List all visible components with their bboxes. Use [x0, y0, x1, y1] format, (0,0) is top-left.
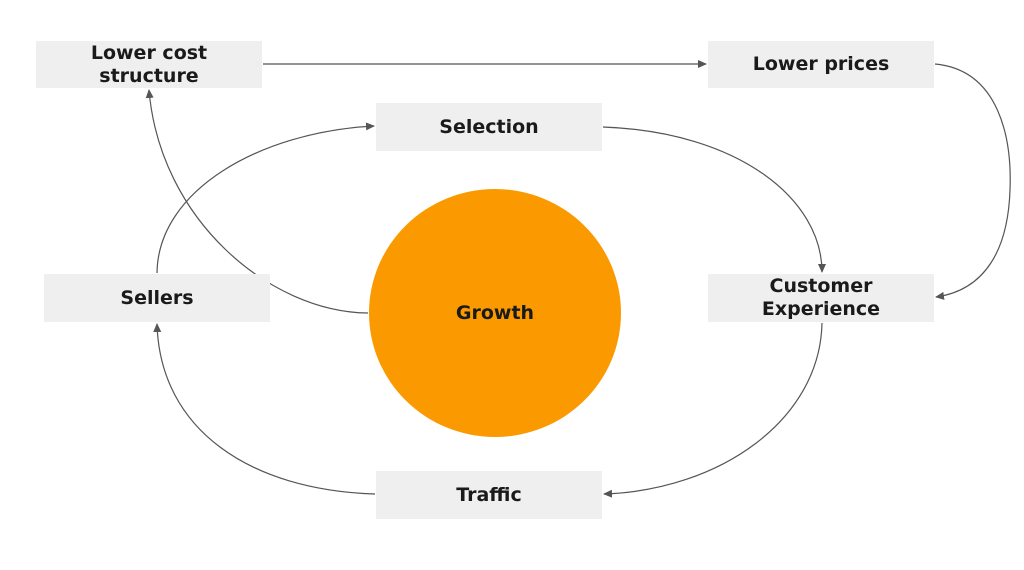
node-label: Lower cost structure	[90, 41, 208, 87]
node-lower-prices: Lower prices	[708, 41, 934, 88]
arrow-customer-experience-to-traffic	[603, 322, 823, 498]
growth-circle: Growth	[369, 189, 621, 437]
node-label: Lower prices	[752, 53, 890, 75]
node-customer-experience: Customer Experience	[708, 274, 934, 322]
node-sellers: Sellers	[44, 274, 270, 322]
arrow-selection-to-customer-experience	[602, 126, 826, 273]
growth-label: Growth	[455, 302, 535, 324]
node-traffic: Traffic	[376, 471, 602, 519]
node-label: Traffic	[456, 483, 522, 506]
node-label: Selection	[439, 115, 539, 138]
arrow-lower-prices-to-customer-experience	[934, 63, 1011, 300]
arrow-growth-to-lower-cost-structure	[145, 89, 369, 314]
node-selection: Selection	[376, 103, 602, 151]
arrow-sellers-to-selection	[156, 122, 375, 274]
node-lower-cost-structure: Lower cost structure	[36, 41, 262, 88]
node-label: Customer Experience	[761, 275, 881, 320]
arrow-traffic-to-sellers	[153, 323, 376, 495]
node-label: Sellers	[120, 286, 194, 309]
